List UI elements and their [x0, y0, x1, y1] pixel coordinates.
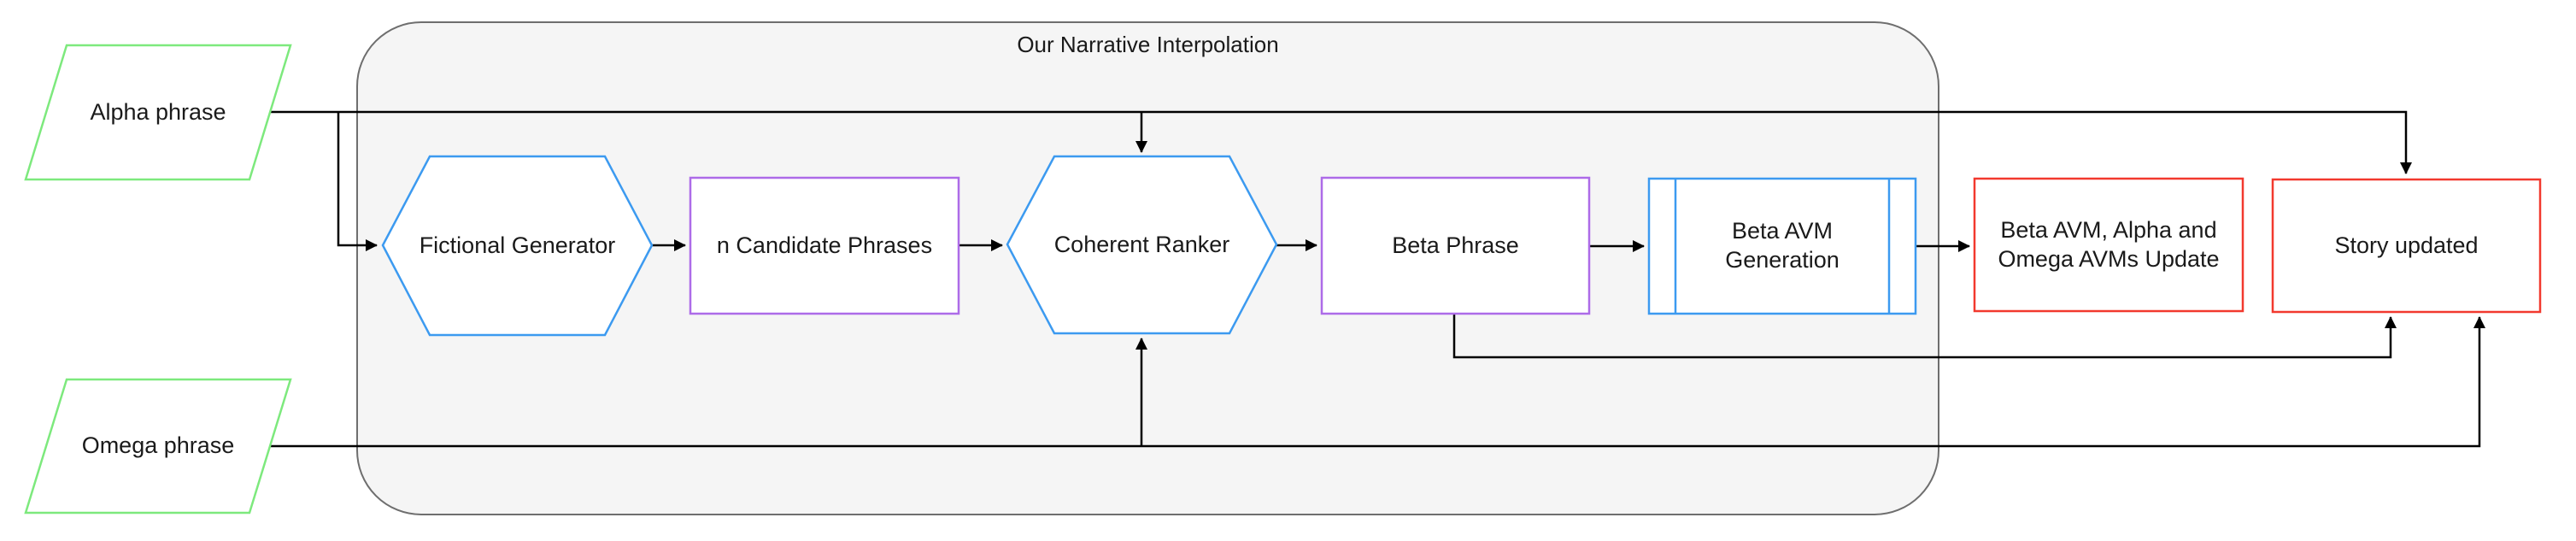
edge-alpha-to-story-updated: [270, 110, 2412, 174]
coherent-ranker-shape: [1006, 155, 1278, 335]
fictional-generator-shape: [381, 155, 654, 337]
edge-alpha-to-fictional-generator: [337, 112, 378, 251]
beta-avm-generation-shape: [1647, 177, 1917, 315]
edge-omega-to-story-updated: [270, 316, 2485, 448]
omega-phrase-shape: [24, 378, 292, 515]
candidate-phrases-shape: [689, 176, 960, 315]
avms-update-shape: [1973, 177, 2244, 313]
edge-beta-phrase-to-story-updated: [1452, 314, 2397, 359]
beta-phrase-shape: [1320, 176, 1591, 315]
group-title: Our Narrative Interpolation: [1017, 31, 1279, 57]
connector-arrows: [270, 110, 2485, 448]
alpha-phrase-shape: [24, 44, 292, 181]
story-updated-shape: [2271, 178, 2542, 314]
